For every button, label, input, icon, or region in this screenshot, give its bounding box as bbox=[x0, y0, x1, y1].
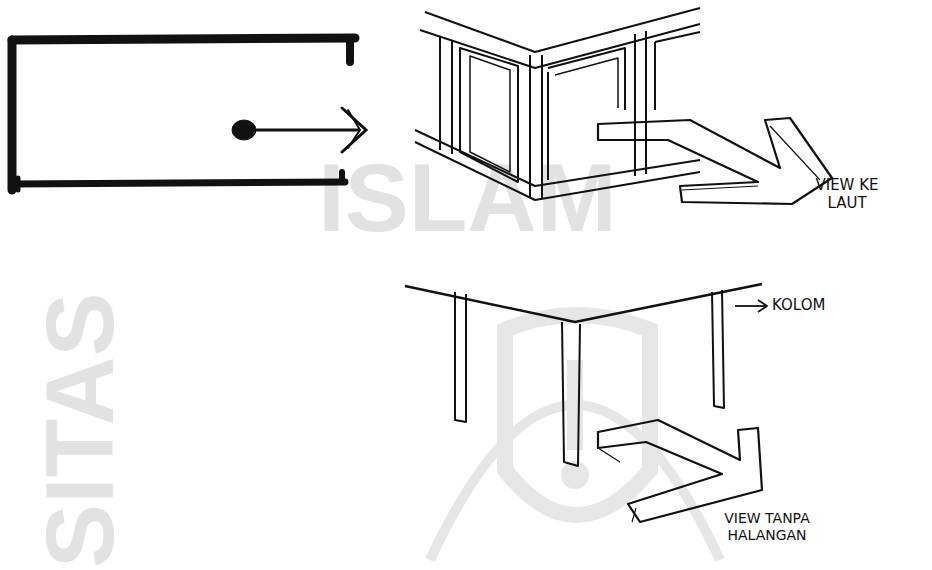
column bbox=[440, 36, 452, 154]
view-arrow-head bbox=[342, 108, 366, 152]
view-arrow bbox=[598, 420, 762, 522]
plan-wall bbox=[16, 178, 21, 190]
column-structure bbox=[405, 284, 767, 522]
roof-edge bbox=[420, 24, 700, 68]
column bbox=[712, 290, 724, 408]
watermark-text: ISLAM bbox=[318, 150, 598, 246]
note-label: VIEW KE LAUT bbox=[812, 176, 882, 212]
column bbox=[455, 292, 466, 422]
leader-line bbox=[735, 305, 766, 307]
note-label: VIEW TANPA HALANGAN bbox=[712, 510, 822, 544]
view-arrow bbox=[598, 448, 636, 522]
plan-view bbox=[12, 38, 366, 190]
window bbox=[547, 72, 549, 180]
note-label: KOLOM bbox=[772, 296, 862, 314]
logo-shield bbox=[505, 315, 650, 515]
view-arrow bbox=[598, 118, 832, 204]
view-arrow bbox=[248, 129, 358, 132]
slab-edge bbox=[405, 284, 762, 322]
window bbox=[470, 56, 510, 172]
watermark-logo bbox=[430, 315, 720, 560]
window bbox=[548, 48, 625, 110]
plan-wall bbox=[339, 172, 345, 182]
window bbox=[655, 32, 700, 110]
window bbox=[555, 58, 618, 108]
view-arrow-head bbox=[348, 110, 360, 148]
view-arrow bbox=[682, 126, 820, 190]
plan-wall bbox=[12, 182, 345, 184]
column bbox=[562, 322, 580, 466]
window bbox=[460, 48, 518, 182]
plan-wall bbox=[346, 38, 354, 62]
plan-wall bbox=[8, 40, 17, 190]
view-point bbox=[232, 120, 256, 140]
building-perspective bbox=[415, 8, 832, 204]
floor-edge bbox=[415, 130, 700, 186]
column bbox=[635, 31, 646, 176]
watermark-text: SITAS bbox=[32, 268, 128, 568]
corner-column bbox=[530, 55, 542, 198]
plan-wall bbox=[12, 38, 355, 40]
leader-arrow bbox=[758, 300, 767, 312]
